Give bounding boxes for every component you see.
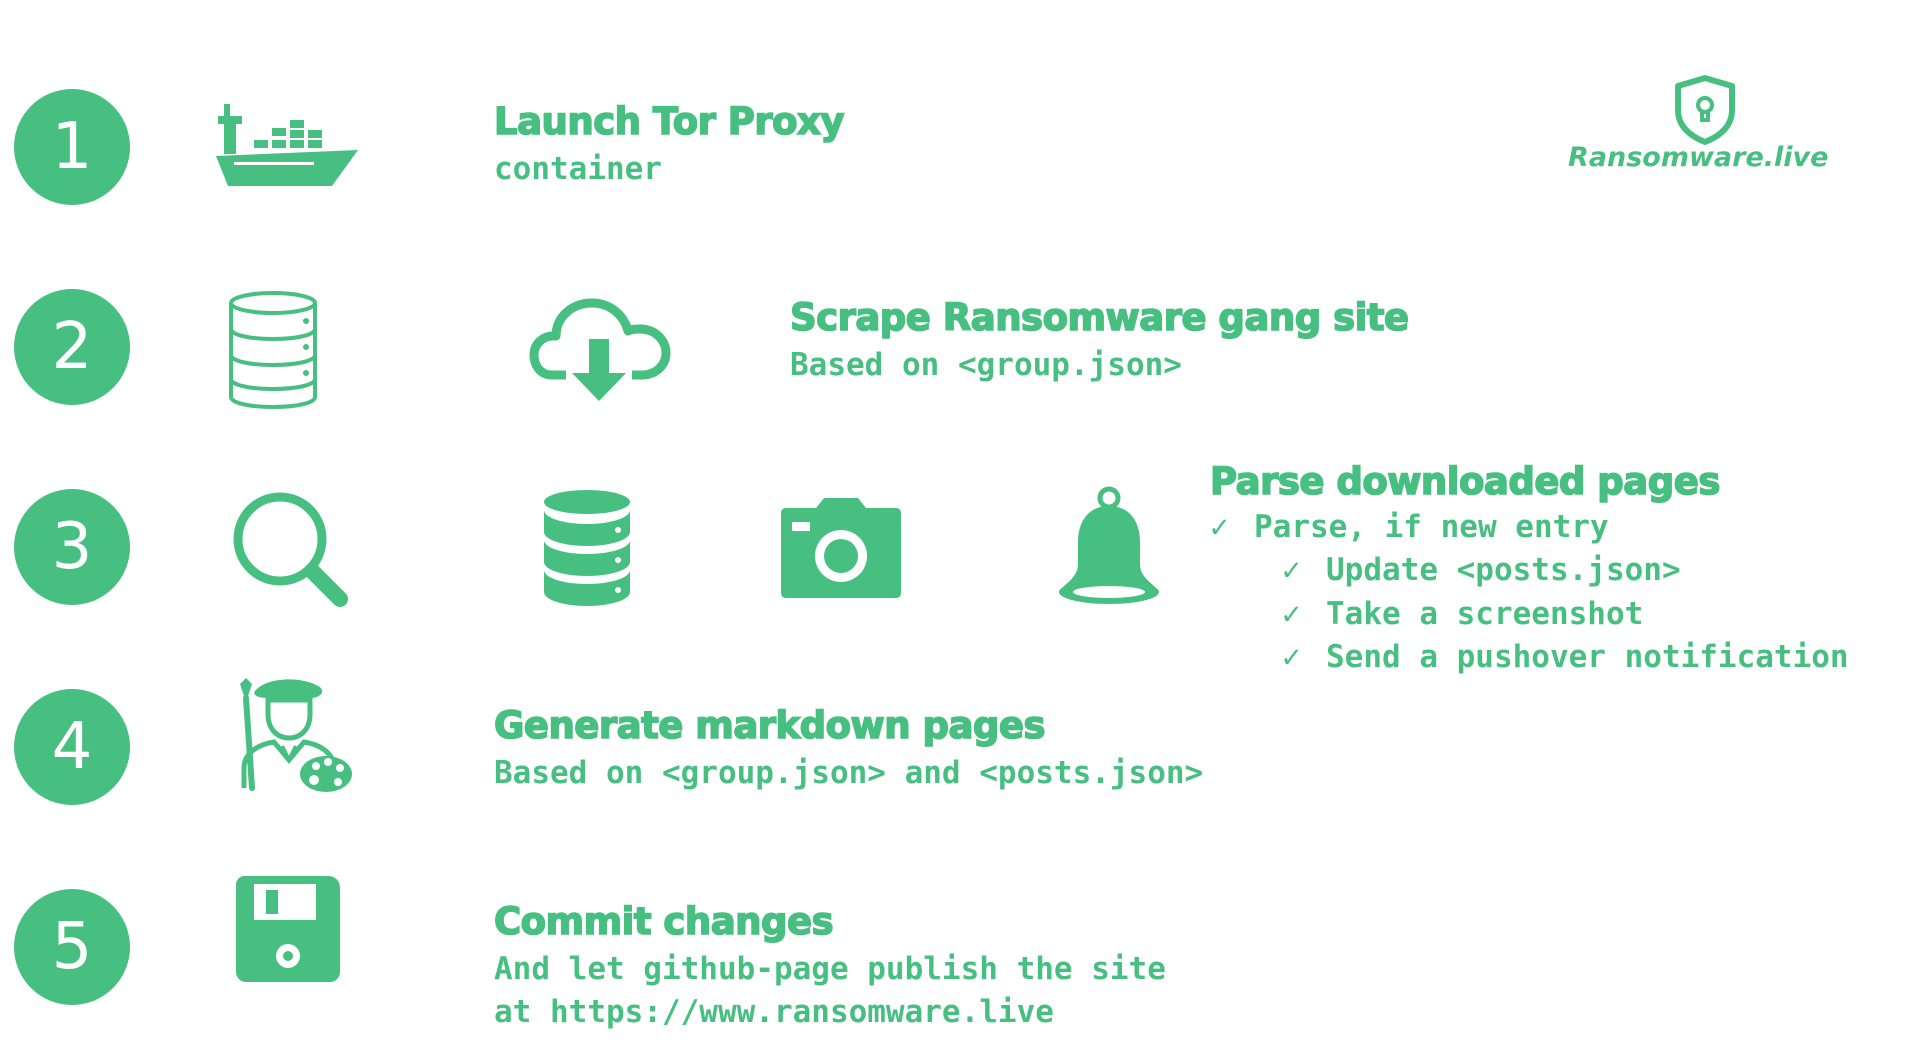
shield-keyhole-icon: [1675, 75, 1735, 145]
logo-text: Ransomware.live: [1568, 142, 1829, 173]
database-outline-icon: [229, 291, 317, 410]
database-icon: [544, 490, 630, 606]
search-icon: [233, 492, 348, 607]
step-4-title: Generate markdown pages: [493, 703, 1046, 748]
check-icon: ✓: [1282, 639, 1301, 675]
check-icon: ✓: [1210, 509, 1229, 545]
step-5-number: 5: [14, 889, 130, 1005]
check-3-text: Take a screenshot: [1326, 596, 1644, 632]
check-2-text: Update <posts.json>: [1326, 552, 1681, 588]
camera-icon: [781, 498, 901, 598]
step-3-check-4: ✓ Send a pushover notification: [1282, 635, 1849, 679]
cloud-download-icon: [529, 298, 671, 401]
artist-icon: [240, 678, 352, 792]
step-4-number: 4: [14, 689, 130, 805]
step-5-title: Commit changes: [493, 899, 834, 944]
ransomware-live-logo: Ransomware.live: [1560, 74, 1850, 184]
step-2-number: 2: [14, 289, 130, 405]
step-3-check-2: ✓ Update <posts.json>: [1282, 548, 1681, 592]
step-4-subtitle: Based on <group.json> and <posts.json>: [494, 755, 1204, 791]
step-2-title: Scrape Ransomware gang site: [789, 295, 1410, 340]
check-icon: ✓: [1282, 596, 1301, 632]
step-2-subtitle: Based on <group.json>: [790, 347, 1182, 383]
check-1-text: Parse, if new entry: [1254, 509, 1609, 545]
step-1-subtitle: container: [494, 151, 662, 187]
ship-icon: [216, 104, 358, 186]
step-5-line-1: And let github-page publish the site: [494, 951, 1166, 987]
step-3-title: Parse downloaded pages: [1209, 459, 1721, 504]
step-3-check-3: ✓ Take a screenshot: [1282, 592, 1643, 636]
step-1-number: 1: [14, 89, 130, 205]
step-1-title: Launch Tor Proxy: [493, 99, 845, 144]
step-3-number: 3: [14, 489, 130, 605]
check-icon: ✓: [1282, 552, 1301, 588]
bell-icon: [1059, 486, 1159, 604]
step-3-check-1: ✓ Parse, if new entry: [1210, 505, 1609, 549]
floppy-disk-icon: [236, 876, 340, 982]
check-4-text: Send a pushover notification: [1326, 639, 1849, 675]
step-5-line-2: at https://www.ransomware.live: [494, 994, 1054, 1030]
